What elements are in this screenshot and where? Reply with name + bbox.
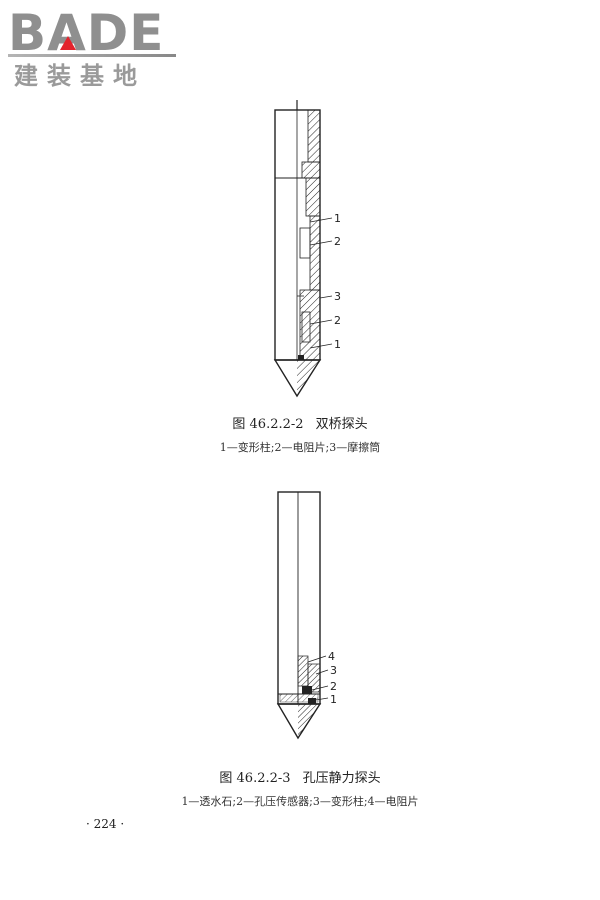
- watermark-brand: BADE: [8, 6, 164, 62]
- probe2-stone-cap: [308, 698, 316, 704]
- probe1-leader-2b: [309, 319, 333, 325]
- probe1-callout: 2: [334, 314, 341, 327]
- probe2-callout: 2: [330, 680, 337, 693]
- probe2-leader-1: [315, 697, 329, 701]
- figure1-legend: 1—变形柱;2—电阻片;3—摩擦筒: [219, 441, 381, 454]
- probe1-mid-wall: [305, 177, 321, 217]
- probe2-callout: 3: [330, 664, 337, 677]
- probe1-callout: 1: [334, 338, 341, 351]
- figure-piezocone-probe: 4 3 2 1: [276, 491, 337, 740]
- probe1-upper-wall: [307, 109, 321, 163]
- figure1-number: 图 46.2.2-2: [232, 417, 304, 432]
- figure2-number: 图 46.2.2-3: [219, 771, 291, 786]
- logo-underline: [8, 54, 176, 57]
- probe1-seal: [298, 355, 304, 360]
- bade-logo-mark: BADE: [8, 6, 176, 62]
- figure2-title: 孔压静力探头: [302, 771, 381, 786]
- probe1-callout: 1: [334, 212, 341, 225]
- probe2-resistor: [297, 655, 309, 687]
- probe1-leader-2a: [309, 240, 333, 246]
- probe1-callout: 3: [334, 290, 341, 303]
- probe1-callout: 2: [334, 235, 341, 248]
- probe1-collar: [301, 161, 321, 179]
- probe1-leader-1b: [309, 343, 333, 349]
- logo-accent-triangle: [60, 36, 76, 50]
- probe1-friction-sleeve: [309, 215, 321, 291]
- figure2-legend: 1—透水石;2—孔压传感器;3—变形柱;4—电阻片: [181, 795, 419, 808]
- watermark-subtitle: 建装基地: [14, 62, 146, 90]
- probe2-sensor: [302, 686, 312, 694]
- watermark-logo: BADE 建装基地: [8, 6, 178, 92]
- figure2-caption: 图 46.2.2-3 孔压静力探头: [0, 771, 600, 787]
- probe2-column: [307, 663, 321, 693]
- probe2-callout: 4: [328, 650, 335, 663]
- probe2-porous-stone: [279, 693, 319, 703]
- probe1-cone-hatch: [297, 360, 320, 396]
- figure-double-bridge-probe: 1 2 3 2 1: [273, 100, 341, 398]
- probe2-leader-4: [307, 655, 327, 663]
- probe1-column-upper: [299, 227, 311, 259]
- probe1-leader-3: [319, 295, 333, 299]
- probe1-leader-1a: [309, 217, 333, 223]
- probe2-callout: 1: [330, 693, 337, 706]
- probe2-cone-hatch: [298, 704, 320, 738]
- figure1-title: 双桥探头: [315, 417, 368, 432]
- probe1-column-lower: [301, 311, 311, 343]
- figure1-caption: 图 46.2.2-2 双桥探头: [0, 417, 600, 433]
- probe2-leader-2: [311, 685, 329, 691]
- page-number: · 224 ·: [86, 817, 125, 831]
- probe2-leader-3: [315, 669, 329, 675]
